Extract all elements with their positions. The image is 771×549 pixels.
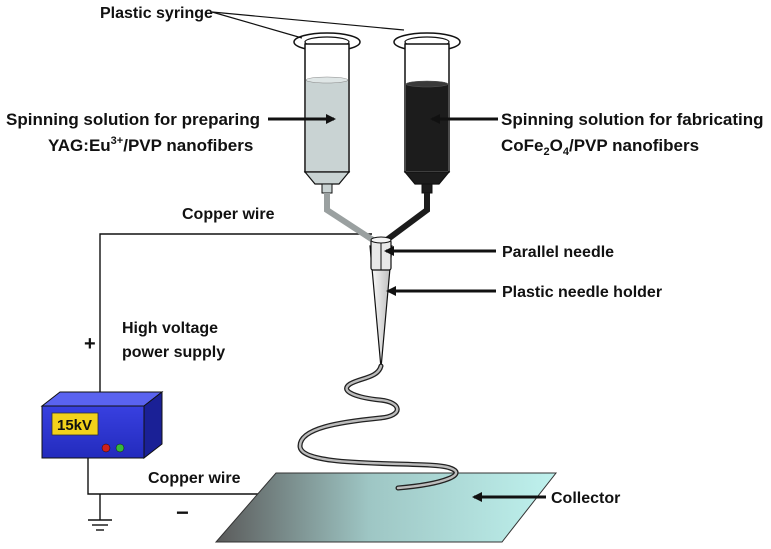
power-supply: 15kV (40, 390, 164, 460)
label-plus-sign: + (84, 333, 96, 355)
right-feed-tube (382, 193, 430, 245)
label-copper-wire-top: Copper wire (182, 206, 275, 223)
right-syringe-tip (421, 183, 433, 194)
label-high-voltage-line2: power supply (122, 344, 225, 361)
label-plastic-syringe: Plastic syringe (100, 5, 213, 22)
label-left-solution-line1: Spinning solution for preparing (6, 110, 260, 129)
left-feed-tube (324, 193, 378, 245)
label-right-solution-line1: Spinning solution for fabricating (501, 110, 764, 129)
left-solution (306, 80, 348, 171)
circuit-wires (87, 233, 372, 531)
label-left-solution-line2: YAG:Eu3+/PVP nanofibers (48, 135, 253, 155)
label-parallel-needle: Parallel needle (502, 244, 614, 261)
label-copper-wire-bottom: Copper wire (148, 470, 241, 487)
label-needle-holder: Plastic needle holder (502, 284, 662, 301)
syringe-pointer-right (211, 11, 405, 31)
led-red (101, 443, 111, 453)
left-syringe-tip (321, 183, 333, 194)
label-collector: Collector (551, 490, 620, 507)
arrows (268, 114, 546, 502)
syringe-pointer-left (211, 11, 303, 39)
pointer-lines (211, 11, 405, 39)
led-green (115, 443, 125, 453)
voltage-display-text: 15kV (57, 417, 92, 434)
right-solution (406, 84, 448, 171)
right-syringe (382, 32, 461, 245)
copper-wire-bottom (87, 458, 290, 495)
collector-plate (214, 472, 558, 543)
label-high-voltage-line1: High voltage (122, 320, 218, 337)
needle-assembly (369, 236, 393, 369)
voltage-display (51, 412, 99, 436)
left-syringe (293, 32, 378, 245)
label-right-solution-line2: CoFe2O4/PVP nanofibers (501, 136, 699, 158)
power-supply-top (40, 391, 164, 407)
copper-wire-top (99, 233, 372, 392)
label-minus-sign: − (176, 500, 189, 525)
